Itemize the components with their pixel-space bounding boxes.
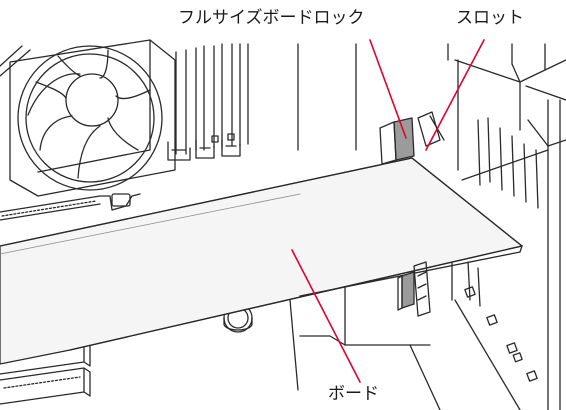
- label-slot: スロット: [454, 8, 526, 28]
- label-board: ボード: [326, 384, 381, 404]
- label-full-size-board-lock: フルサイズボードロック: [176, 8, 367, 28]
- leader-line-slot: [425, 39, 485, 151]
- cooling-fan: [9, 39, 176, 197]
- board: [0, 157, 523, 365]
- callout-lines: [291, 39, 485, 383]
- leader-line-board: [291, 249, 361, 383]
- memory-modules: [167, 43, 249, 161]
- leader-line-lock: [369, 39, 407, 139]
- full-size-board-lock: [379, 117, 415, 311]
